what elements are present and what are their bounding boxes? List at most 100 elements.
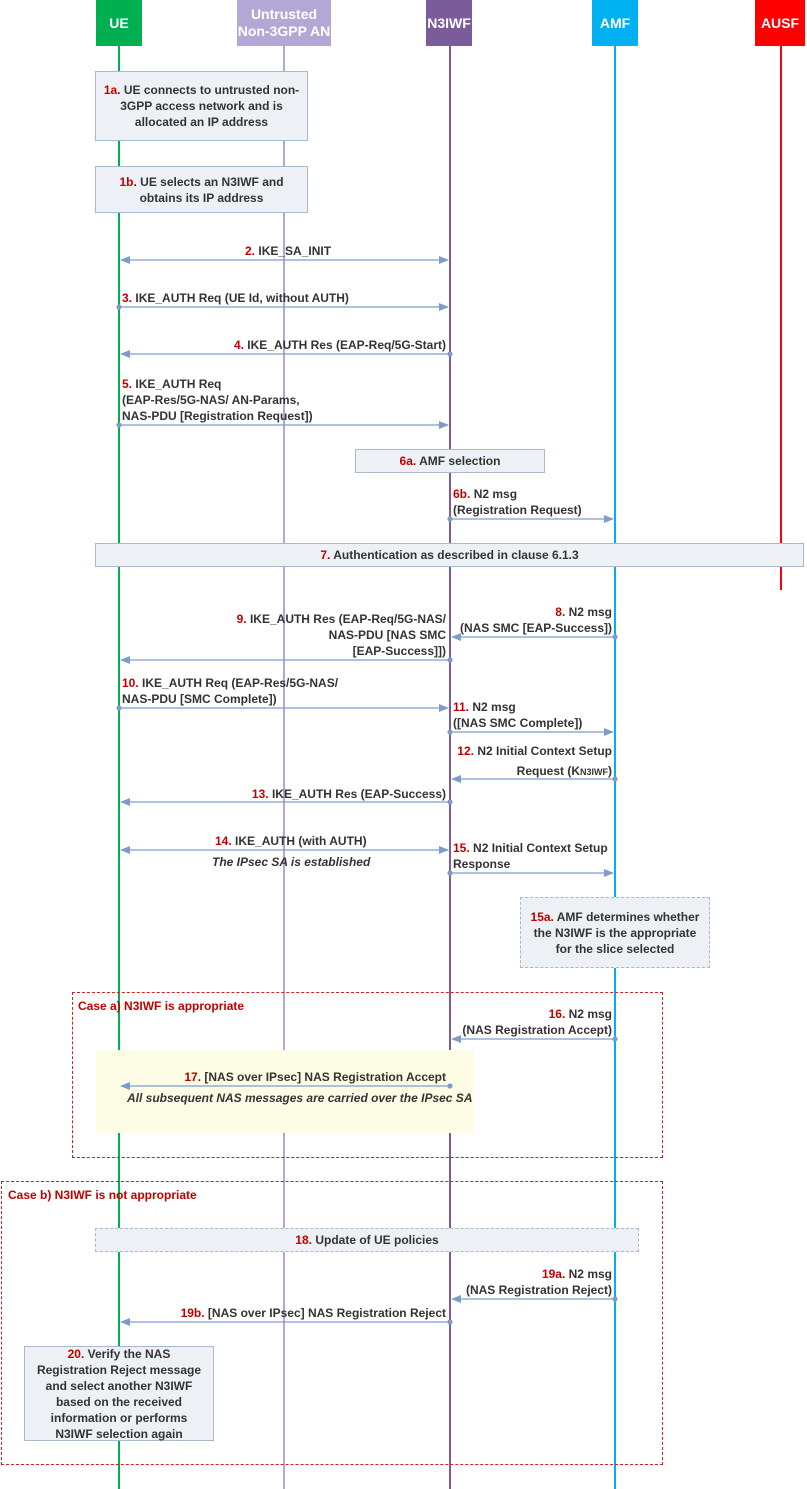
step-1b-box: 1b. UE selects an N3IWF and obtains its … [95,166,308,213]
actor-n3iwf-label: N3IWF [427,14,471,31]
actor-n3iwf: N3IWF [426,0,472,46]
step-13-number: 13. [251,787,269,801]
step-15-label: 15. N2 Initial Context Setup Response [453,840,608,872]
step-11-line2: ([NAS SMC Complete]) [453,716,583,730]
step-19b-number: 19b. [180,1306,205,1320]
step-12-label: 12. N2 Initial Context Setup Request (KN… [457,741,612,782]
step-9-line2: NAS-PDU [NAS SMC [328,628,446,642]
case-b-frame [1,1181,663,1465]
step-12-line2: Request (K [516,764,580,778]
step-18-number: 18. [295,1233,312,1247]
step-5-line1: IKE_AUTH Req [135,377,222,391]
case-a-title: Case a) N3IWF is appropriate [78,999,245,1013]
step-8-line2: (NAS SMC [EAP-Success]) [459,621,612,635]
step-20-text: Verify the NAS Registration Reject messa… [36,1346,202,1441]
step-1a-box: 1a. UE connects to untrusted non-3GPP ac… [95,71,308,141]
step-3-text: IKE_AUTH Req (UE Id, without AUTH) [135,291,349,305]
step-14-text: IKE_AUTH (with AUTH) [235,834,367,848]
step-11-label: 11. N2 msg ([NAS SMC Complete]) [453,699,582,731]
step-12-line1: N2 Initial Context Setup [477,744,612,758]
step-17-label: 17. [NAS over IPsec] NAS Registration Ac… [184,1069,446,1085]
step-19a-number: 19a. [541,1267,566,1281]
step-6a-text: AMF selection [419,454,501,468]
step-6b-number: 6b. [453,487,471,501]
step-17-number: 17. [184,1070,202,1084]
step-19b-label: 19b. [NAS over IPsec] NAS Registration R… [181,1305,446,1321]
step-4-text: IKE_AUTH Res (EAP-Req/5G-Start) [247,338,446,352]
actor-an-label-2: Non-3GPP AN [237,23,331,39]
step-11-number: 11. [453,700,470,714]
step-14-number: 14. [215,834,232,848]
step-2-text: IKE_SA_INIT [258,244,332,258]
step-19a-line2: (NAS Registration Reject) [465,1283,612,1297]
step-18-text: Update of UE policies [315,1233,439,1247]
step-19b-text: [NAS over IPsec] NAS Registration Reject [207,1306,446,1320]
step-10-line2: NAS-PDU [SMC Complete]) [122,692,277,706]
step-12-key-subscript: N3IWF [580,767,608,777]
step-17-note: All subsequent NAS messages are carried … [127,1091,473,1105]
step-6b-line1: N2 msg [473,487,518,501]
step-1b-number: 1b. [119,174,137,189]
step-4-number: 4. [233,338,244,352]
step-10-line1: IKE_AUTH Req (EAP-Res/5G-NAS/ [142,676,339,690]
step-11-line1: N2 msg [472,700,516,714]
step-16-number: 16. [548,1007,566,1021]
step-7-box: 7. Authentication as described in clause… [95,543,804,567]
step-10-label: 10. IKE_AUTH Req (EAP-Res/5G-NAS/ NAS-PD… [122,675,338,707]
case-a-frame [72,992,663,1158]
step-17-text: [NAS over IPsec] NAS Registration Accept [204,1070,446,1084]
an-lifeline [283,46,285,1489]
step-9-line1: IKE_AUTH Res (EAP-Req/5G-NAS/ [249,612,446,626]
step-10-number: 10. [122,676,139,690]
step-12-number: 12. [457,744,474,758]
step-7-text: Authentication as described in clause 6.… [333,548,579,562]
step-15-line2: Response [453,857,511,871]
step-2-label: 2. IKE_SA_INIT [245,243,331,259]
ue-lifeline [118,46,120,1489]
actor-amf: AMF [592,0,638,46]
step-15a-text: AMF determines whether the N3IWF is the … [533,909,700,956]
actor-untrusted-an: Untrusted Non-3GPP AN [237,0,331,46]
actor-ue: UE [96,0,142,46]
step-8-label: 8. N2 msg (NAS SMC [EAP-Success]) [460,604,612,636]
step-19a-line1: N2 msg [568,1267,612,1281]
step-13-text: IKE_AUTH Res (EAP-Success) [271,787,446,801]
step-15-number: 15. [453,841,470,855]
step-3-label: 3. IKE_AUTH Req (UE Id, without AUTH) [122,290,349,306]
step-16-label: 16. N2 msg (NAS Registration Accept) [462,1006,612,1038]
step-1a-number: 1a. [103,83,121,97]
step-6b-line2: (Registration Request) [453,503,582,517]
step-1a-text: UE connects to untrusted non-3GPP access… [120,83,300,129]
step-5-label: 5. IKE_AUTH Req (EAP-Res/5G-NAS/ AN-Para… [122,376,313,424]
step-20-number: 20. [67,1346,85,1361]
step-9-label: 9. IKE_AUTH Res (EAP-Req/5G-NAS/ NAS-PDU… [237,611,446,659]
step-14-label: 14. IKE_AUTH (with AUTH) [215,833,367,849]
step-18-box: 18. Update of UE policies [95,1228,639,1252]
actor-ausf-label: AUSF [760,14,800,31]
actor-an-label-1: Untrusted [250,6,318,22]
step-16-line1: N2 msg [568,1007,612,1021]
step-2-number: 2. [245,244,256,258]
step-9-line3: [EAP-Success]]) [352,644,446,658]
step-14-note: The IPsec SA is established [212,855,371,869]
step-12-line2-end: ) [608,764,612,778]
step-6b-label: 6b. N2 msg (Registration Request) [453,486,582,518]
step-9-number: 9. [236,612,247,626]
step-15-line1: N2 Initial Context Setup [473,841,608,855]
case-b-title: Case b) N3IWF is not appropriate [8,1188,197,1202]
step-3-number: 3. [122,291,133,305]
amf-lifeline [614,46,616,1489]
step-4-label: 4. IKE_AUTH Res (EAP-Req/5G-Start) [234,337,446,353]
step-8-line1: N2 msg [568,605,612,619]
n3iwf-lifeline [449,46,451,1489]
step-5-line2: (EAP-Res/5G-NAS/ AN-Params, [122,393,300,407]
actor-ausf: AUSF [755,0,805,46]
step-6a-number: 6a. [399,454,417,468]
step-16-line2: (NAS Registration Accept) [462,1023,612,1037]
step-19a-label: 19a. N2 msg (NAS Registration Reject) [466,1266,612,1298]
step-17-region [96,1050,474,1133]
ausf-lifeline [780,46,782,590]
step-15a-number: 15a. [530,909,554,924]
step-6a-box: 6a. AMF selection [355,449,545,473]
